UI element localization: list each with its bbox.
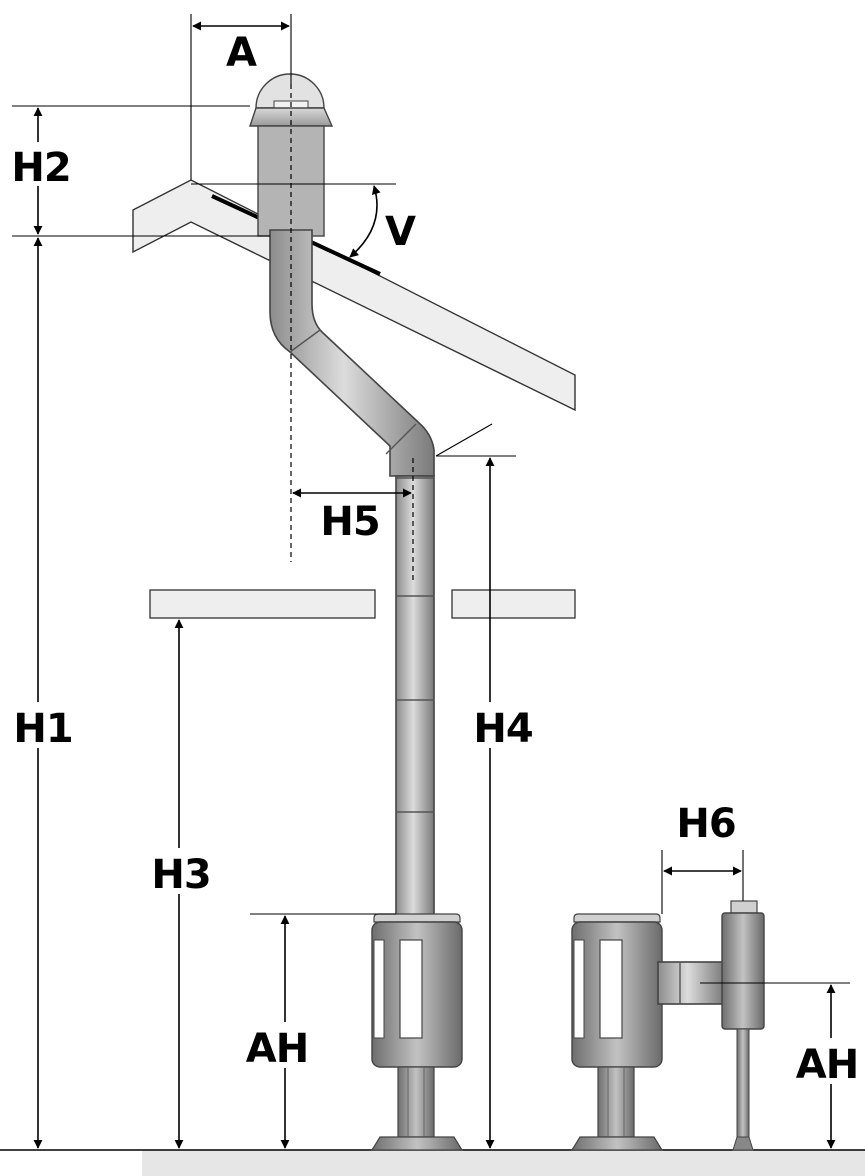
label-h6: H6: [676, 801, 735, 847]
dim-v-arc: [349, 185, 381, 258]
flue-pipe: [269, 229, 435, 917]
label-ah-right: AH: [796, 1042, 858, 1088]
ceiling-slab-left: [149, 589, 376, 619]
stove-left: [370, 913, 464, 1151]
label-v: V: [385, 209, 416, 255]
chimney-top: [249, 73, 334, 237]
label-h5: H5: [320, 499, 379, 545]
label-h2: H2: [11, 145, 70, 191]
floor: [142, 1150, 865, 1176]
ceiling-slab-right: [451, 589, 576, 619]
label-h3: H3: [151, 852, 210, 898]
label-h1: H1: [13, 706, 72, 752]
label-h4: H4: [473, 706, 532, 752]
stove-right: [570, 900, 765, 1151]
dimension-labels: A H2 V H5 H1 H4 H6 H3 AH AH: [10, 27, 860, 1088]
extension-lines: [12, 14, 850, 984]
label-a: A: [226, 30, 257, 76]
label-ah-left: AH: [246, 1026, 308, 1072]
